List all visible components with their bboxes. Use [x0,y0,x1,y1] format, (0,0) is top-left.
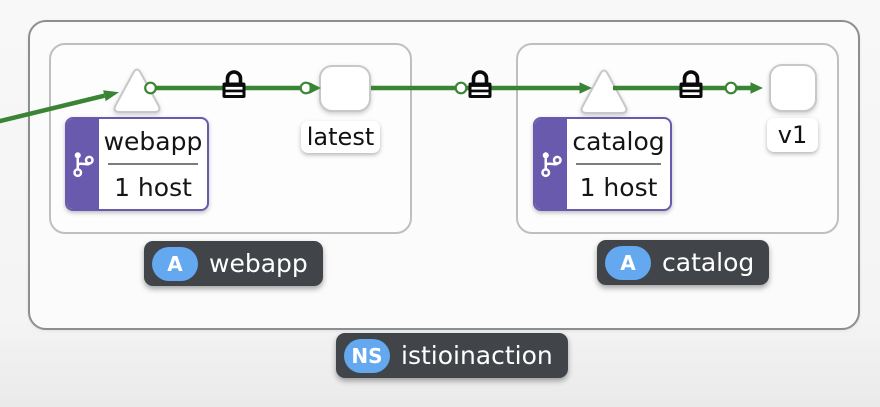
version-badge-catalog[interactable]: catalog 1 host [533,117,672,211]
service-node-catalog[interactable] [580,69,628,114]
version-card-subtitle: 1 host [114,172,192,202]
edge-webapp-to-latest[interactable] [144,70,321,100]
edge-arrowhead [579,82,592,94]
edge-line [0,93,105,124]
edge-endpoint-circle [454,81,468,95]
app-badge-catalog[interactable]: A catalog [597,240,770,285]
app-badge-label: webapp [209,249,308,278]
version-card-divider [108,163,198,165]
edge-arrowhead [750,82,763,94]
edge-arrowhead [103,90,119,102]
node-label-latest[interactable]: latest [301,121,380,153]
code-branch-icon [72,152,94,178]
code-branch-icon [540,152,562,178]
app-badge-type: A [605,245,651,280]
edge-catalog-to-v1[interactable] [613,70,763,100]
namespace-badge[interactable]: NS istioinaction [336,333,568,378]
edge-endpoint-circle [144,81,157,95]
namespace-badge-label: istioinaction [401,341,553,370]
node-label-v1[interactable]: v1 [767,118,818,152]
version-card-title: catalog [572,126,665,156]
version-badge-webapp[interactable]: webapp 1 host [65,117,209,211]
mtls-lock-icon [677,70,705,100]
edge-latest-to-catalog[interactable] [371,70,592,100]
edge-arrowhead [309,82,321,94]
version-card-subtitle: 1 host [579,172,658,202]
app-badge-webapp[interactable]: A webapp [144,241,323,286]
workload-node-v1[interactable] [769,64,817,112]
version-badge-strip [67,119,99,209]
app-badge-label: catalog [662,248,755,277]
workload-node-latest[interactable] [319,65,371,112]
version-card-title: webapp [103,126,203,156]
namespace-badge-type: NS [344,338,390,373]
version-card-divider [576,163,661,165]
edge-endpoint-circle [724,81,738,95]
edge-external-to-webapp[interactable] [0,90,119,124]
mtls-lock-icon [466,70,494,100]
version-badge-strip [535,119,567,209]
app-badge-type: A [152,246,198,281]
mtls-lock-icon [220,70,248,100]
